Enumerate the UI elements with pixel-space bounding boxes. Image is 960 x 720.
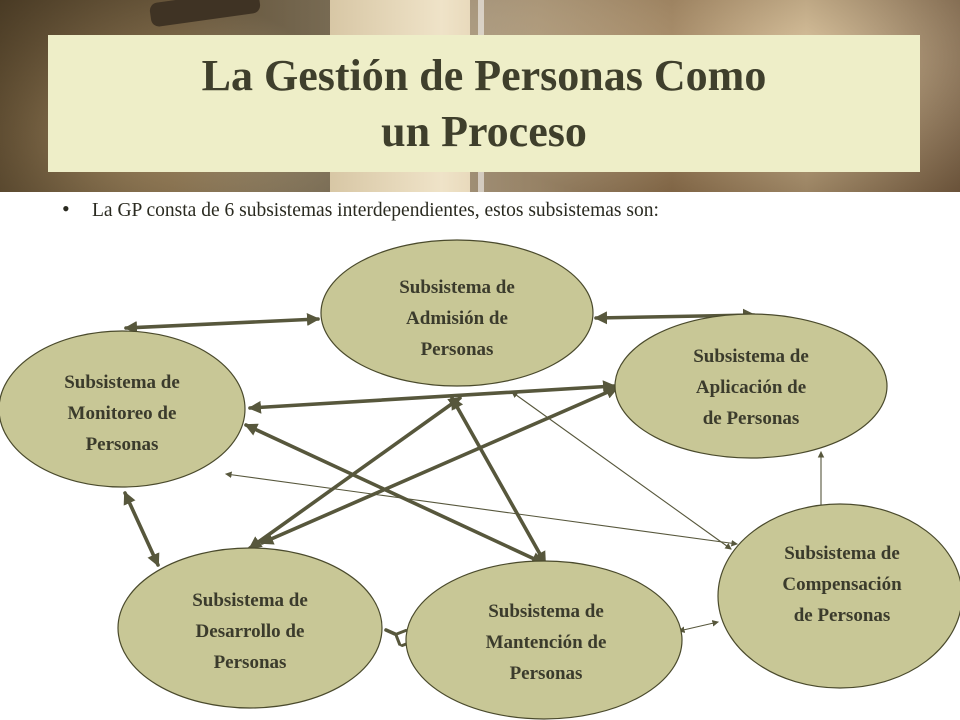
node-mantencion-label-line: Subsistema de bbox=[488, 601, 604, 622]
node-admision-label: Subsistema de Admisión de Personas bbox=[399, 277, 515, 360]
node-aplicacion: Subsistema de Aplicación de de Personas bbox=[614, 313, 888, 459]
node-admision-label-line: Subsistema de bbox=[399, 277, 515, 298]
title-box: La Gestión de Personas Como un Proceso bbox=[48, 35, 920, 172]
bullet-item: • La GP consta de 6 subsistemas interdepe… bbox=[62, 196, 659, 222]
node-admision: Subsistema de Admisión de Personas bbox=[320, 239, 594, 387]
node-admision-label-line: Personas bbox=[421, 339, 494, 360]
node-mantencion-label: Subsistema de Mantención de Personas bbox=[486, 601, 607, 684]
bullet-dot-icon: • bbox=[62, 196, 70, 221]
bullet-text: La GP consta de 6 subsistemas interdepen… bbox=[92, 200, 659, 221]
node-aplicacion-label-line: Subsistema de bbox=[693, 346, 809, 367]
slide-title: La Gestión de Personas Como un Proceso bbox=[201, 50, 767, 156]
node-admision-label-line: Admisión de bbox=[406, 308, 508, 329]
edge-admision-monitoreo bbox=[124, 313, 320, 334]
node-compensacion-label-line: de Personas bbox=[794, 605, 891, 626]
node-compensacion-label: Subsistema de Compensación de Personas bbox=[782, 543, 902, 626]
edge-aplicacion-desarrollo bbox=[260, 386, 619, 545]
node-monitoreo: Subsistema de Monitoreo de Personas bbox=[0, 330, 246, 488]
node-aplicacion-ellipse bbox=[614, 313, 888, 459]
node-aplicacion-label: Subsistema de Aplicación de de Personas bbox=[693, 346, 809, 429]
node-desarrollo-label-line: Desarrollo de bbox=[196, 621, 305, 642]
node-mantencion-label-line: Mantención de bbox=[486, 632, 607, 653]
node-desarrollo: Subsistema de Desarrollo de Personas bbox=[117, 547, 383, 709]
node-compensacion-label-line: Compensación bbox=[782, 574, 902, 595]
node-compensacion-ellipse bbox=[717, 503, 960, 689]
edge-admision-desarrollo bbox=[248, 396, 462, 550]
node-monitoreo-label-line: Monitoreo de bbox=[68, 403, 177, 424]
node-aplicacion-label-line: de Personas bbox=[703, 408, 800, 429]
node-desarrollo-ellipse bbox=[117, 547, 383, 709]
node-desarrollo-label: Subsistema de Desarrollo de Personas bbox=[192, 590, 308, 673]
node-compensacion-label-line: Subsistema de bbox=[784, 543, 900, 564]
edge-mantencion-compensacion bbox=[678, 620, 719, 633]
node-monitoreo-label: Subsistema de Monitoreo de Personas bbox=[64, 372, 180, 455]
node-monitoreo-label-line: Personas bbox=[86, 434, 159, 455]
node-compensacion: Subsistema de Compensación de Personas bbox=[717, 503, 960, 689]
node-mantencion: Subsistema de Mantención de Personas bbox=[405, 560, 683, 720]
edge-monitoreo-desarrollo bbox=[123, 491, 160, 567]
node-monitoreo-label-line: Subsistema de bbox=[64, 372, 180, 393]
node-desarrollo-label-line: Personas bbox=[214, 652, 287, 673]
node-mantencion-ellipse bbox=[405, 560, 683, 720]
connections-layer bbox=[123, 308, 825, 638]
node-desarrollo-label-line: Subsistema de bbox=[192, 590, 308, 611]
node-mantencion-label-line: Personas bbox=[510, 663, 583, 684]
node-admision-ellipse bbox=[320, 239, 594, 387]
edge-admision-mantencion bbox=[450, 396, 547, 565]
node-monitoreo-ellipse bbox=[0, 330, 246, 488]
edge-desarrollo-mantencion bbox=[384, 630, 404, 638]
node-aplicacion-label-line: Aplicación de bbox=[696, 377, 806, 398]
edge-monitoreo-aplicacion bbox=[248, 380, 616, 414]
